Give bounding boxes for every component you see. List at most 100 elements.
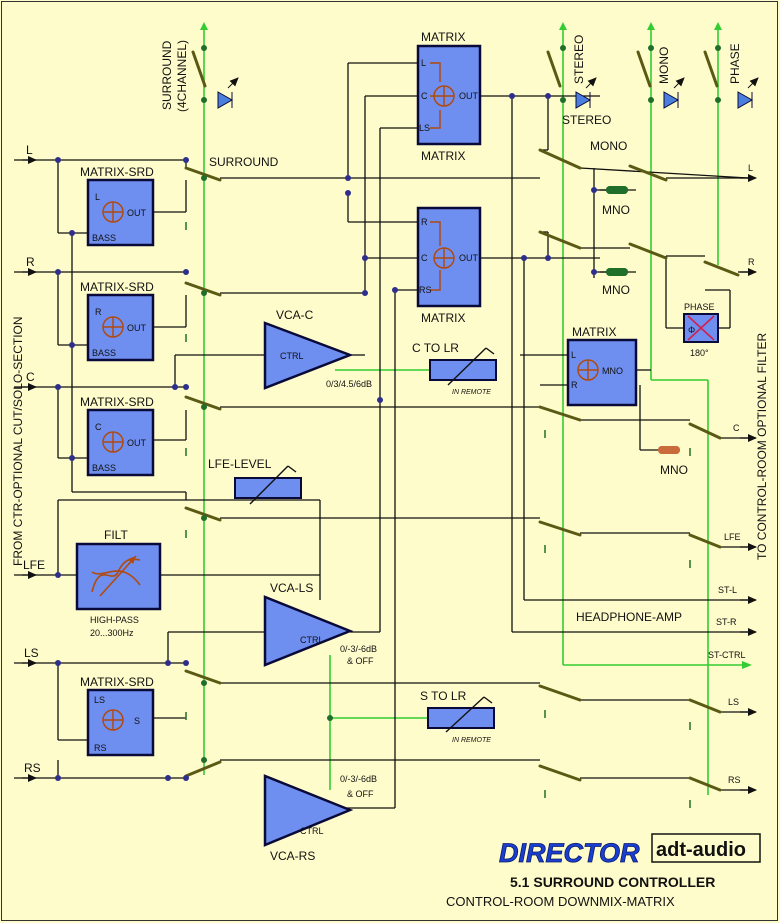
- phase-led-icon: [737, 91, 754, 109]
- lfe-level-pot[interactable]: [234, 465, 302, 505]
- switch-phase-r[interactable]: [703, 260, 740, 277]
- matrix-srd-c-in: C: [95, 422, 102, 432]
- vca-rs-range-1: 0/-3/-6dB: [340, 774, 377, 784]
- output-lfe-label: LFE: [724, 532, 741, 542]
- matrix-mono-out: MNO: [602, 366, 623, 376]
- matrix-srd-s-out: S: [134, 716, 140, 726]
- switch-mode-surround[interactable]: [191, 50, 207, 88]
- input-lfe-label: LFE: [23, 558, 45, 572]
- surround-arrow-up: [200, 22, 208, 30]
- matrix-srd-s-in-rs: RS: [94, 743, 107, 753]
- filter-title: FILT: [104, 528, 128, 542]
- matrix-mono: [566, 338, 638, 407]
- mono-led-icon: [663, 91, 680, 109]
- switch-mono-rs[interactable]: [688, 776, 722, 792]
- matrix-lower-title: MATRIX: [421, 311, 465, 325]
- switch-mono-r[interactable]: [628, 242, 668, 260]
- switch-stops: [185, 222, 691, 808]
- switch-stereo-c[interactable]: [538, 405, 582, 422]
- matrix-srd-l-out: OUT: [127, 208, 147, 218]
- surround-mode-label: SURROUND: [160, 40, 174, 110]
- stereo-label: STEREO: [562, 113, 611, 127]
- vca-c-title: VCA-C: [276, 308, 314, 322]
- matrix-srd-r-in: R: [95, 307, 102, 317]
- switch-surround-rs[interactable]: [184, 760, 222, 778]
- matrix-lower-out: OUT: [459, 253, 479, 263]
- side-label-right: TO CONTROL-ROOM OPTIONAL FILTER: [755, 333, 769, 560]
- switch-mono-ls[interactable]: [688, 698, 722, 714]
- matrix-srd-s-in-ls: LS: [94, 695, 105, 705]
- output-l-label: L: [748, 163, 753, 173]
- stereo-led-icon: [575, 91, 592, 109]
- brand-title: 5.1 SURROUND CONTROLLER: [510, 874, 715, 890]
- c-to-lr-pot[interactable]: [429, 347, 497, 386]
- input-ls-label: LS: [24, 646, 39, 660]
- highpass-filter: [75, 542, 162, 611]
- surround-label: SURROUND: [209, 155, 279, 169]
- brand-logo: adt-audio: [656, 839, 746, 861]
- switch-surround-l[interactable]: [184, 166, 222, 182]
- switch-surround-lfe[interactable]: [184, 506, 222, 522]
- switch-stereo-r[interactable]: [538, 230, 582, 250]
- switch-surround-ls[interactable]: [184, 669, 222, 685]
- filter-range: 20...300Hz: [90, 628, 134, 638]
- switch-mono-c[interactable]: [688, 422, 722, 440]
- switch-surround-c[interactable]: [184, 395, 222, 411]
- filter-type: HIGH-PASS: [90, 615, 139, 625]
- side-label-left: FROM CTR-OPTIONAL CUT/SOLO-SECTION: [11, 316, 25, 566]
- signal-wires: [22, 62, 749, 809]
- output-c-label: C: [733, 423, 740, 433]
- vca-rs-title: VCA-RS: [270, 849, 315, 863]
- mono-label: MONO: [590, 139, 627, 153]
- matrix-srd-s: [86, 688, 155, 757]
- vca-c: [263, 321, 354, 390]
- mno-label-l: MNO: [602, 203, 630, 217]
- input-rs-label: RS: [24, 761, 41, 775]
- mono-mode-label: MONO: [657, 47, 671, 84]
- phase-arrow-up: [714, 22, 722, 30]
- switch-mono-l[interactable]: [628, 164, 668, 182]
- mno-label-c: MNO: [660, 463, 688, 477]
- output-rs-label: RS: [728, 775, 741, 785]
- switch-mono-lfe[interactable]: [688, 533, 722, 549]
- matrix-srd-r: [86, 293, 155, 362]
- switch-stereo-rs[interactable]: [538, 764, 582, 782]
- input-l-label: L: [26, 143, 33, 157]
- control-lines: [203, 26, 748, 795]
- matrix-upper-out: OUT: [459, 91, 479, 101]
- vca-rs-ctrl: CTRL: [300, 826, 324, 836]
- switch-stereo-ls[interactable]: [538, 684, 582, 702]
- switch-stereo-lfe[interactable]: [538, 520, 582, 537]
- stereo-mode-label: STEREO: [572, 35, 586, 84]
- led-rays: [227, 77, 759, 89]
- c-to-lr-label: C TO LR: [412, 341, 459, 355]
- output-str-label: ST-R: [716, 617, 737, 627]
- matrix-srd-l-title: MATRIX-SRD: [80, 165, 154, 179]
- brand-subtitle: CONTROL-ROOM DOWNMIX-MATRIX: [446, 894, 675, 909]
- matrix-srd-c-title: MATRIX-SRD: [80, 395, 154, 409]
- switches: [184, 50, 740, 792]
- switch-surround-r[interactable]: [184, 281, 222, 297]
- matrix-srd-r-title: MATRIX-SRD: [80, 280, 154, 294]
- s-to-lr-pot[interactable]: [427, 696, 495, 733]
- lfe-level-label: LFE-LEVEL: [208, 457, 272, 471]
- matrix-upper-subtitle: MATRIX: [421, 149, 465, 163]
- mono-arrow-up: [647, 22, 655, 30]
- matrix-mono-l: L: [571, 350, 576, 360]
- s-to-lr-remote: IN REMOTE: [452, 737, 491, 744]
- switch-mode-mono[interactable]: [636, 50, 652, 88]
- junction-nodes: [55, 93, 597, 781]
- matrix-lower: [416, 206, 482, 308]
- matrix-mono-r: R: [571, 380, 578, 390]
- matrix-srd-r-out: OUT: [127, 323, 147, 333]
- surround-mode-sublabel: (4CHANNEL): [175, 40, 189, 112]
- vca-rs-range-2: & OFF: [347, 789, 374, 799]
- vca-ls-ctrl: CTRL: [300, 635, 324, 645]
- brand-name: DIRECTOR: [499, 838, 640, 868]
- input-c-label: C: [26, 370, 35, 384]
- matrix-upper-ls: LS: [419, 123, 430, 133]
- switch-mode-stereo[interactable]: [546, 50, 562, 88]
- switch-stereo-l[interactable]: [538, 148, 582, 170]
- switch-mode-phase[interactable]: [703, 50, 719, 88]
